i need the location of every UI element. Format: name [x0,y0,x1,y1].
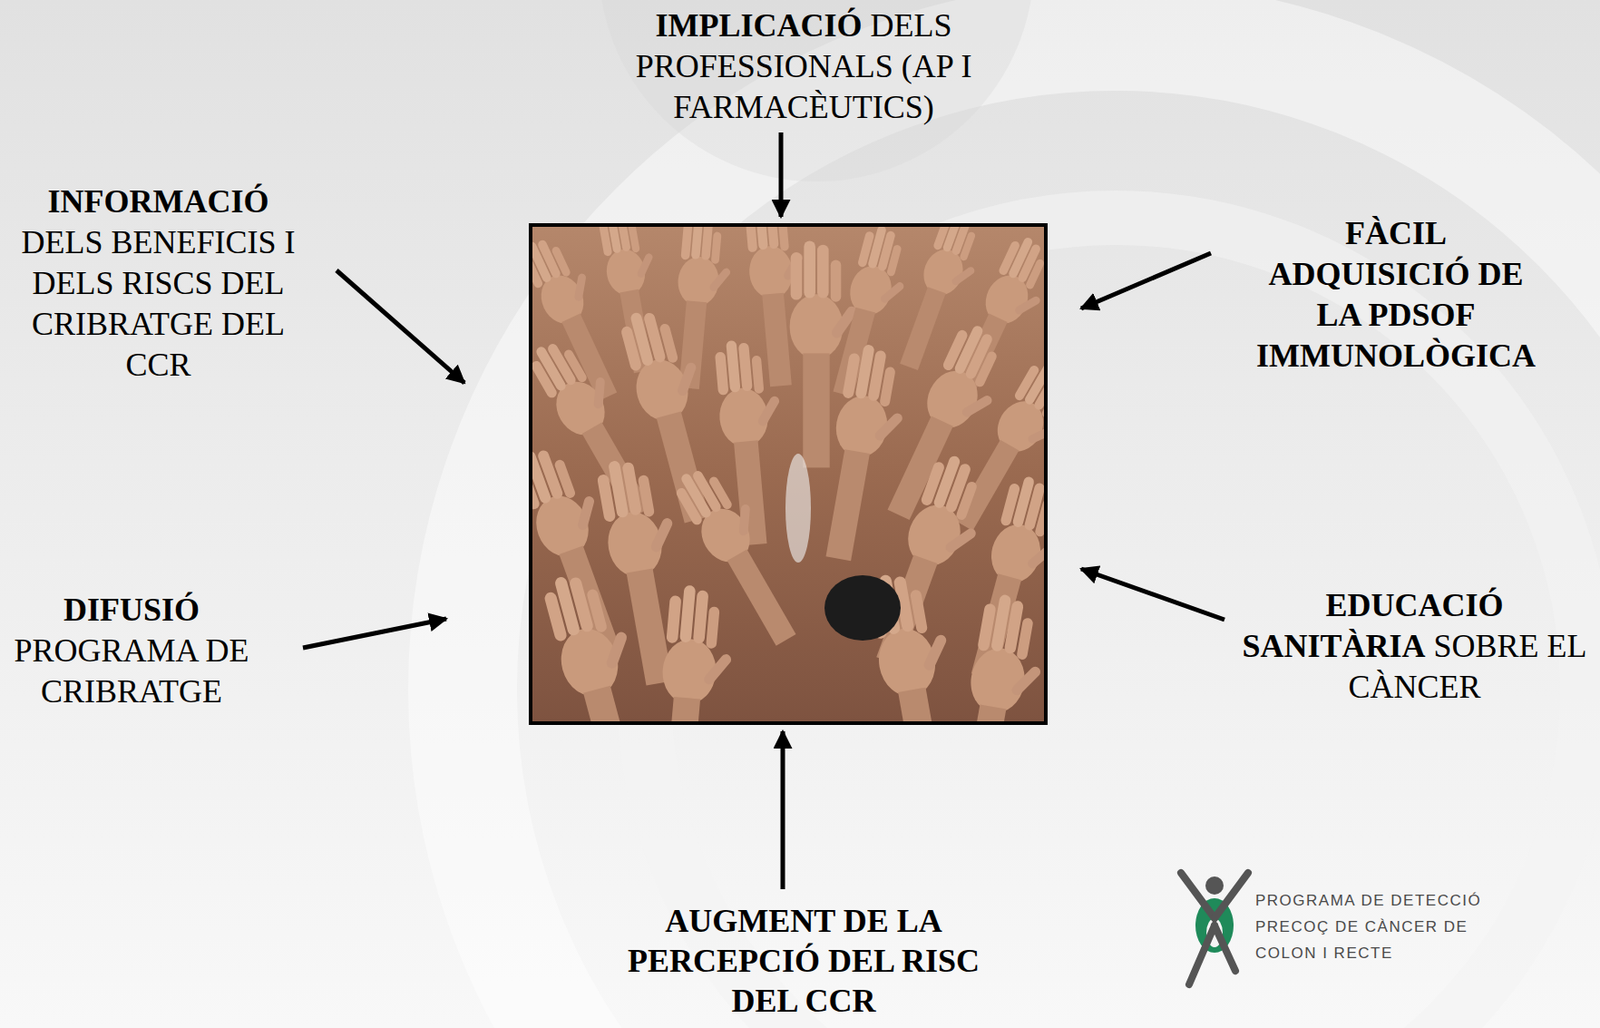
factor-heading: IMPLICACIÓ [654,7,862,44]
logo-text: PROGRAMA DE DETECCIÓ PRECOÇ DE CÀNCER DE… [1255,891,1482,962]
factor-text: PROGRAMA DE CRIBRATGE [13,632,249,710]
factor-text: DELS BENEFICIS I DELS RISCS DEL CRIBRATG… [20,224,295,383]
factor-heading: FÀCIL ADQUISICIÓ DE LA PDSOF IMMUNOLÒGIC… [1256,214,1536,374]
factor-label-block: EDUCACIÓ SANITÀRIA SOBRE EL CÀNCER [1235,585,1594,708]
factor-label-block: IMPLICACIÓ DELS PROFESSIONALS (AP I FARM… [617,5,990,128]
logo-text-block: PROGRAMA DE DETECCIÓ PRECOÇ DE CÀNCER DE… [1255,887,1505,966]
arrow [780,731,786,889]
arrow [336,270,465,383]
factor-label-block: INFORMACIÓDELS BENEFICIS I DELS RISCS DE… [15,181,302,386]
factor-label-block: AUGMENT DE LA PERCEPCIÓ DEL RISC DEL CCR [622,900,986,1021]
arrow [779,132,784,217]
arrow [302,618,447,648]
factor-heading: AUGMENT DE LA PERCEPCIÓ DEL RISC DEL CCR [627,902,980,1019]
factor-heading: INFORMACIÓ [15,181,302,223]
arrow [1081,568,1225,620]
factor-label-block: DIFUSIÓPROGRAMA DE CRIBRATGE [4,589,259,713]
arrow [1081,253,1211,309]
factor-label-block: FÀCIL ADQUISICIÓ DE LA PDSOF IMMUNOLÒGIC… [1250,213,1542,377]
logo-figure [1180,872,1249,985]
factor-heading: DIFUSIÓ [4,589,259,631]
